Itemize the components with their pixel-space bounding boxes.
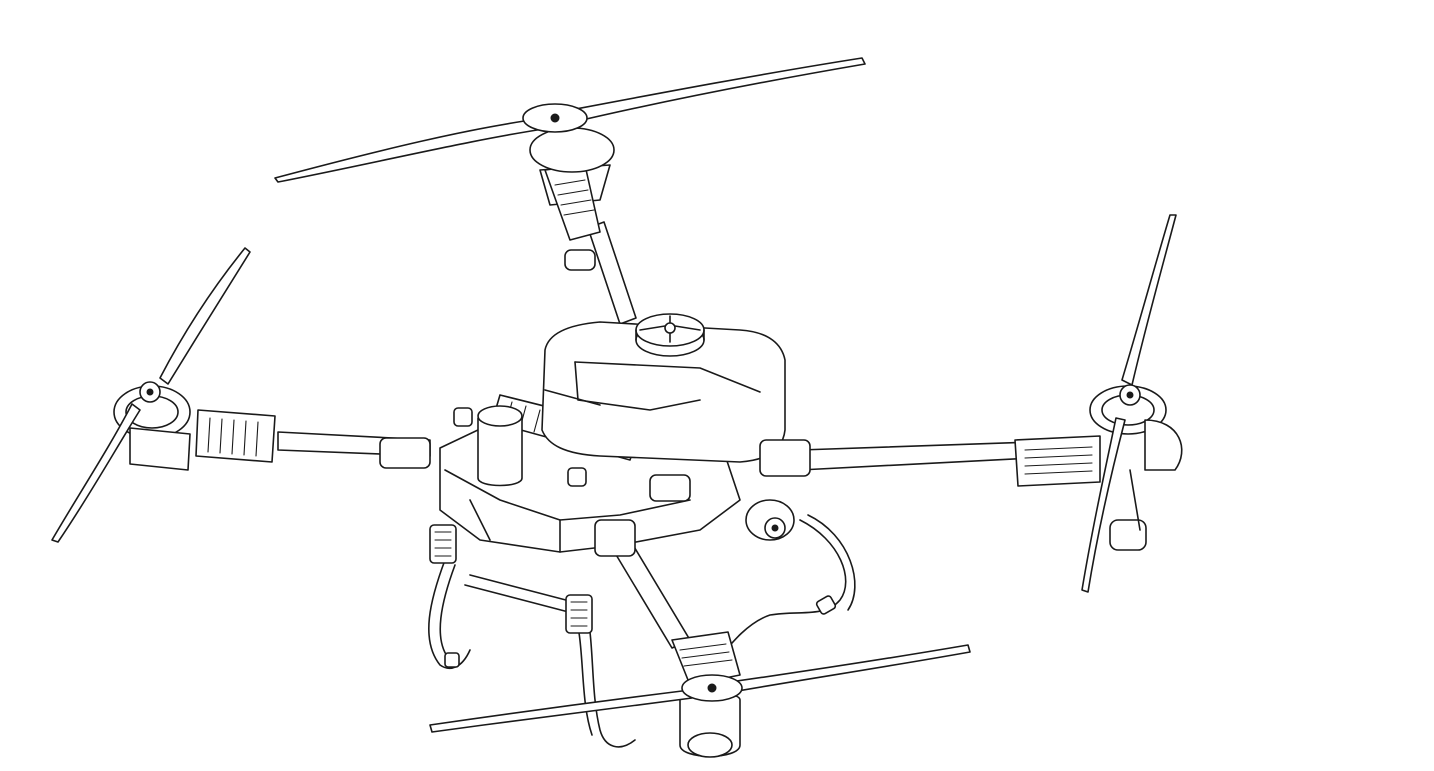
propeller-blade [1081, 417, 1126, 593]
esc-fins-left [195, 409, 276, 463]
rotor-bottom [429, 631, 971, 758]
propeller-blade [1121, 214, 1177, 386]
rotor-top [274, 57, 866, 271]
fpv-camera [745, 499, 795, 541]
propeller-blade [274, 117, 551, 183]
gear-joint [815, 595, 837, 615]
propeller-blade [429, 689, 693, 733]
radar-unit [453, 405, 587, 487]
spray-tank [541, 321, 786, 463]
tank-lid [635, 313, 705, 357]
propeller-blade [51, 403, 141, 543]
propeller-blade [559, 57, 866, 125]
propeller-blade [159, 247, 251, 385]
arm-right [799, 441, 1033, 471]
body [429, 313, 795, 634]
landing-gear [428, 514, 856, 748]
motor-left [129, 427, 191, 471]
esc-fins-right [1014, 435, 1101, 487]
propeller-blade [729, 644, 971, 693]
esc-fins-bottom [671, 631, 741, 686]
arm-top [587, 221, 637, 325]
rotor-left [51, 247, 276, 543]
spray-nozzles [429, 524, 593, 634]
arm-joints [379, 437, 811, 557]
motor-right [1144, 419, 1183, 471]
gear-joint [444, 652, 460, 668]
rotor-right [1014, 214, 1183, 593]
